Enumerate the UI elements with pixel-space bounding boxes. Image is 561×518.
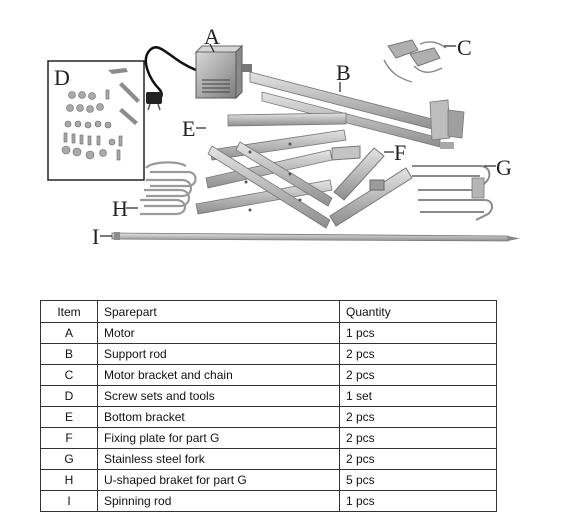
fork-image <box>412 165 494 221</box>
parts-illustration: A B C D E F G H I <box>47 24 520 249</box>
callout-a: A <box>204 24 220 49</box>
motor-image <box>144 44 252 111</box>
table-row: F Fixing plate for part G 2 pcs <box>40 427 497 449</box>
row-quantity: 2 pcs <box>339 406 497 428</box>
callout-c: C <box>457 35 472 60</box>
row-sparepart: Support rod <box>97 343 340 365</box>
bottom-bracket-image <box>195 112 347 229</box>
row-sparepart: Screw sets and tools <box>97 385 340 407</box>
row-item: I <box>40 490 98 512</box>
row-quantity: 1 pcs <box>339 322 497 344</box>
table-header-row: Item Sparepart Quantity <box>40 300 497 323</box>
row-quantity: 1 set <box>339 385 497 407</box>
table-row: B Support rod 2 pcs <box>40 343 497 365</box>
row-quantity: 2 pcs <box>339 364 497 386</box>
table-row: C Motor bracket and chain 2 pcs <box>40 364 497 386</box>
table-row: E Bottom bracket 2 pcs <box>40 406 497 428</box>
row-sparepart: Motor bracket and chain <box>97 364 340 386</box>
row-sparepart: Motor <box>97 322 340 344</box>
callout-g: G <box>496 155 512 180</box>
screw-set-image <box>47 60 145 181</box>
table-row: D Screw sets and tools 1 set <box>40 385 497 407</box>
spinning-rod-image <box>111 232 520 242</box>
row-sparepart: Fixing plate for part G <box>97 427 340 449</box>
row-item: B <box>40 343 98 365</box>
callout-e: E <box>182 116 195 141</box>
header-sparepart: Sparepart <box>97 300 340 323</box>
row-item: D <box>40 385 98 407</box>
row-item: A <box>40 322 98 344</box>
callout-b: B <box>336 60 351 85</box>
row-sparepart: Bottom bracket <box>97 406 340 428</box>
row-quantity: 5 pcs <box>339 469 497 491</box>
row-sparepart: Spinning rod <box>97 490 340 512</box>
row-quantity: 2 pcs <box>339 427 497 449</box>
callout-h: H <box>112 196 128 221</box>
callout-i: I <box>92 224 99 249</box>
row-item: G <box>40 448 98 470</box>
row-item: F <box>40 427 98 449</box>
header-quantity: Quantity <box>339 300 497 323</box>
row-item: C <box>40 364 98 386</box>
u-bracket-image <box>140 161 197 216</box>
row-sparepart: U-shaped braket for part G <box>97 469 340 491</box>
row-quantity: 2 pcs <box>339 343 497 365</box>
row-item: E <box>40 406 98 428</box>
row-sparepart: Stainless steel fork <box>97 448 340 470</box>
row-item: H <box>40 469 98 491</box>
table-row: G Stainless steel fork 2 pcs <box>40 448 497 470</box>
support-rod-image <box>249 71 465 149</box>
table-row: A Motor 1 pcs <box>40 322 497 344</box>
motor-bracket-chain-image <box>383 39 447 83</box>
callout-f: F <box>394 140 406 165</box>
callout-d: D <box>54 65 70 90</box>
header-item: Item <box>40 300 98 323</box>
row-quantity: 2 pcs <box>339 448 497 470</box>
fixing-plate-image <box>329 145 413 227</box>
spare-parts-table: Item Sparepart Quantity A Motor 1 pcs B … <box>40 300 497 512</box>
table-row: H U-shaped braket for part G 5 pcs <box>40 469 497 491</box>
table-row: I Spinning rod 1 pcs <box>40 490 497 512</box>
row-quantity: 1 pcs <box>339 490 497 512</box>
